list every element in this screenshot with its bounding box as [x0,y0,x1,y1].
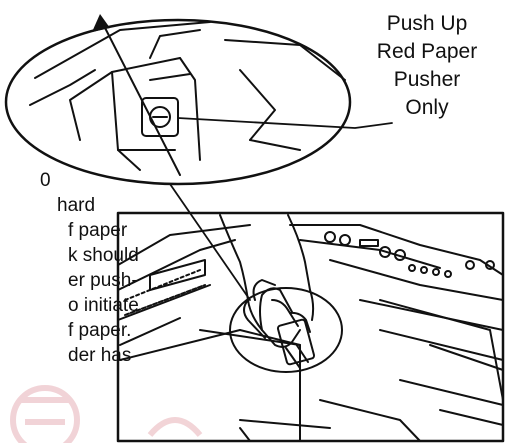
callout-line-4: Only [405,96,449,119]
highlight-oval [229,287,343,373]
up-arrow-line [99,17,181,176]
callout-leader-line [177,117,393,129]
body-line-4: k should [68,245,139,266]
callout-label: Push Up Red Paper Pusher Only [352,10,502,122]
body-line-7: f paper. [68,320,132,341]
body-line-6: o initiate [68,295,139,316]
callout-line-1: Push Up [386,12,468,35]
magnified-view-circle [4,18,352,186]
body-line-2: hard [57,195,96,216]
callout-line-3: Pusher [393,68,461,91]
connector-line [169,183,251,301]
instruction-text-fragment: 0 hard f paper k should er push- o initi… [40,168,230,368]
callout-line-2: Red Paper [376,40,478,63]
body-line-3: f paper [68,220,128,241]
body-line-5: er push- [68,270,138,291]
up-arrow-icon [92,14,110,32]
photo-frame [116,211,505,443]
body-line-8: der has [68,345,132,366]
body-line-1: 0 [40,170,51,191]
watermark-logo [10,385,203,443]
